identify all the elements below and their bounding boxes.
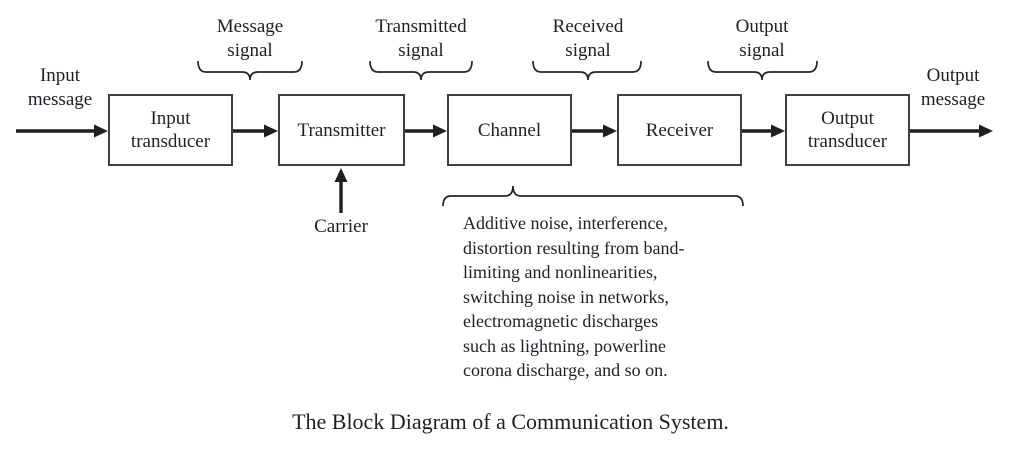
- label-line: Output: [926, 65, 980, 86]
- arrowhead-output-message-icon: [979, 124, 993, 138]
- label-carrier: Carrier: [314, 216, 368, 237]
- block-receiver: Receiver: [617, 94, 742, 166]
- label-line: Output: [735, 16, 789, 37]
- arrowhead-received-signal-icon: [603, 124, 617, 138]
- note-line: such as lightning, powerline: [463, 335, 666, 356]
- label-line: signal: [565, 40, 611, 61]
- label-line: signal: [227, 40, 273, 61]
- label-line: Input: [39, 65, 81, 86]
- label-line: message: [920, 89, 986, 110]
- label-input-message: Input message: [5, 64, 115, 112]
- brace-transmitted-signal: [369, 60, 473, 81]
- brace-message-signal: [197, 60, 303, 81]
- label-received-signal: Received signal: [518, 15, 658, 63]
- label-line: signal: [739, 40, 785, 61]
- label-line: message: [27, 89, 93, 110]
- block-output-transducer: Output transducer: [785, 94, 910, 166]
- diagram-caption: The Block Diagram of a Communication Sys…: [292, 409, 729, 434]
- block-label-line: Channel: [477, 119, 542, 141]
- block-channel: Channel: [447, 94, 572, 166]
- label-output-signal: Output signal: [692, 15, 832, 63]
- block-label-line: transducer: [807, 131, 888, 152]
- note-line: switching noise in networks,: [463, 286, 669, 307]
- block-label-line: Transmitter: [297, 119, 386, 141]
- brace-output-signal: [707, 60, 818, 81]
- block-input-transducer: Input transducer: [108, 94, 233, 166]
- block-transmitter: Transmitter: [278, 94, 405, 166]
- brace-channel-impairments: [442, 185, 744, 207]
- note-line: limiting and nonlinearities,: [463, 262, 658, 282]
- brace-received-signal: [532, 60, 642, 81]
- label-line: Received: [552, 16, 624, 37]
- block-label-line: Receiver: [645, 119, 714, 141]
- arrowhead-message-signal-icon: [264, 124, 278, 138]
- label-output-message: Output message: [898, 64, 1008, 112]
- note-line: corona discharge, and so on.: [463, 360, 668, 380]
- note-line: distortion resulting from band-: [463, 237, 685, 258]
- label-transmitted-signal: Transmitted signal: [351, 15, 491, 63]
- note-line: Additive noise, interference,: [463, 213, 668, 233]
- arrowhead-transmitted-signal-icon: [433, 124, 447, 138]
- arrowhead-carrier-icon: [334, 168, 348, 182]
- arrowhead-output-signal-icon: [771, 124, 785, 138]
- block-label-line: Output: [821, 108, 874, 129]
- label-line: Message: [216, 16, 284, 37]
- label-message-signal: Message signal: [180, 15, 320, 63]
- block-label-line: Input: [150, 108, 191, 129]
- channel-impairments-note: Additive noise, interference, distortion…: [463, 211, 773, 383]
- block-label-line: transducer: [130, 131, 211, 152]
- label-line: signal: [398, 40, 444, 61]
- arrowhead-input-message-icon: [94, 124, 108, 138]
- note-line: electromagnetic discharges: [463, 311, 659, 331]
- label-line: Transmitted: [375, 16, 467, 37]
